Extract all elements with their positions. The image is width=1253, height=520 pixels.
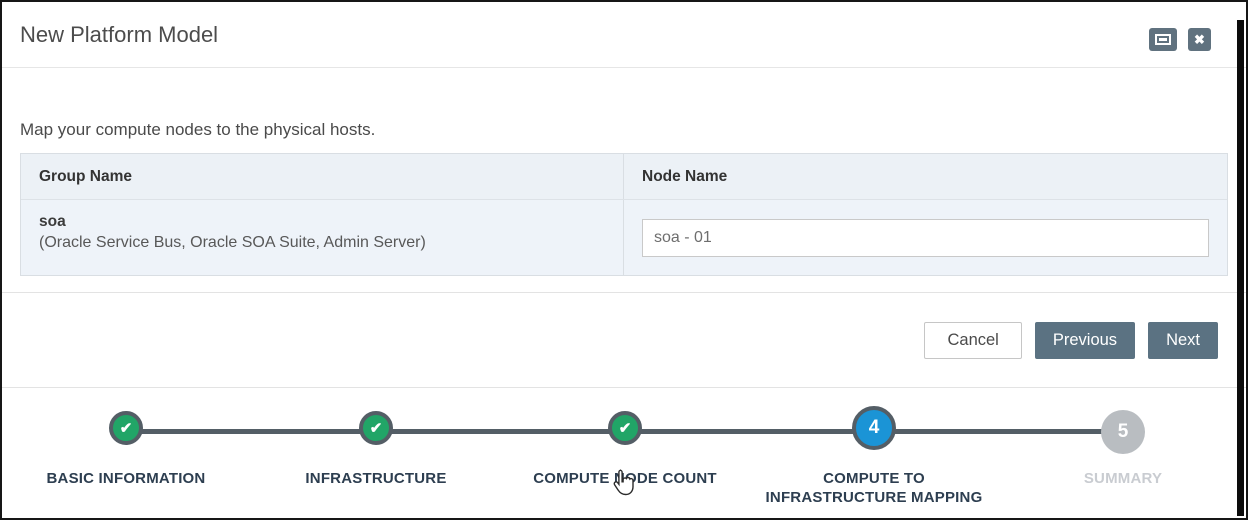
dialog-body: Map your compute nodes to the physical h…	[2, 68, 1246, 293]
step-label: INFRASTRUCTURE	[305, 470, 447, 487]
step-infrastructure[interactable]: ✔ INFRASTRUCTURE	[266, 388, 486, 487]
node-name-cell	[623, 200, 1227, 275]
table-header-row: Group Name Node Name	[21, 154, 1227, 199]
step-current-badge: 4	[852, 406, 896, 450]
instruction-text: Map your compute nodes to the physical h…	[20, 120, 376, 139]
table-row: soa (Oracle Service Bus, Oracle SOA Suit…	[21, 199, 1227, 275]
node-name-input[interactable]	[642, 218, 1209, 257]
group-detail: (Oracle Service Bus, Oracle SOA Suite, A…	[39, 234, 426, 251]
mapping-table: Group Name Node Name soa (Oracle Service…	[20, 153, 1228, 276]
step-complete-icon: ✔	[109, 411, 143, 445]
close-icon: ✖	[1194, 32, 1205, 47]
step-number: 4	[868, 417, 880, 438]
check-icon: ✔	[369, 419, 383, 437]
step-label: BASIC INFORMATION	[46, 470, 206, 487]
scrollbar-thumb[interactable]	[1237, 20, 1244, 516]
step-compute-to-infrastructure-mapping[interactable]: 4 COMPUTE TO INFRASTRUCTURE MAPPING	[764, 388, 984, 506]
maximize-icon	[1155, 34, 1171, 45]
column-header-group-name: Group Name	[39, 167, 133, 185]
step-complete-icon: ✔	[359, 411, 393, 445]
step-compute-node-count[interactable]: ✔ COMPUTE NODE COUNT	[515, 388, 735, 487]
check-icon: ✔	[119, 419, 133, 437]
next-button[interactable]: Next	[1148, 321, 1218, 359]
close-button[interactable]: ✖	[1188, 28, 1211, 51]
step-label: COMPUTE TO INFRASTRUCTURE MAPPING	[765, 470, 983, 506]
group-name-cell: soa (Oracle Service Bus, Oracle SOA Suit…	[21, 200, 623, 275]
step-label: COMPUTE NODE COUNT	[533, 470, 717, 487]
maximize-button[interactable]	[1149, 28, 1177, 51]
previous-button[interactable]: Previous	[1034, 321, 1136, 359]
window-controls: ✖	[1149, 28, 1211, 51]
dialog-footer: Cancel Previous Next	[2, 293, 1246, 388]
dialog-title: New Platform Model	[20, 21, 219, 47]
dialog-titlebar: New Platform Model ✖	[2, 2, 1246, 68]
group-name: soa	[39, 213, 66, 230]
wizard-stepper: ✔ BASIC INFORMATION ✔ INFRASTRUCTURE ✔ C…	[2, 388, 1246, 516]
check-icon: ✔	[618, 419, 632, 437]
step-label: SUMMARY	[1083, 470, 1163, 487]
step-upcoming-badge: 5	[1101, 410, 1145, 454]
step-summary[interactable]: 5 SUMMARY	[1013, 388, 1233, 487]
step-complete-icon: ✔	[608, 411, 642, 445]
column-header-node-name: Node Name	[623, 154, 1227, 199]
step-number: 5	[1117, 421, 1129, 442]
cancel-button[interactable]: Cancel	[924, 321, 1022, 359]
step-basic-information[interactable]: ✔ BASIC INFORMATION	[16, 388, 236, 487]
